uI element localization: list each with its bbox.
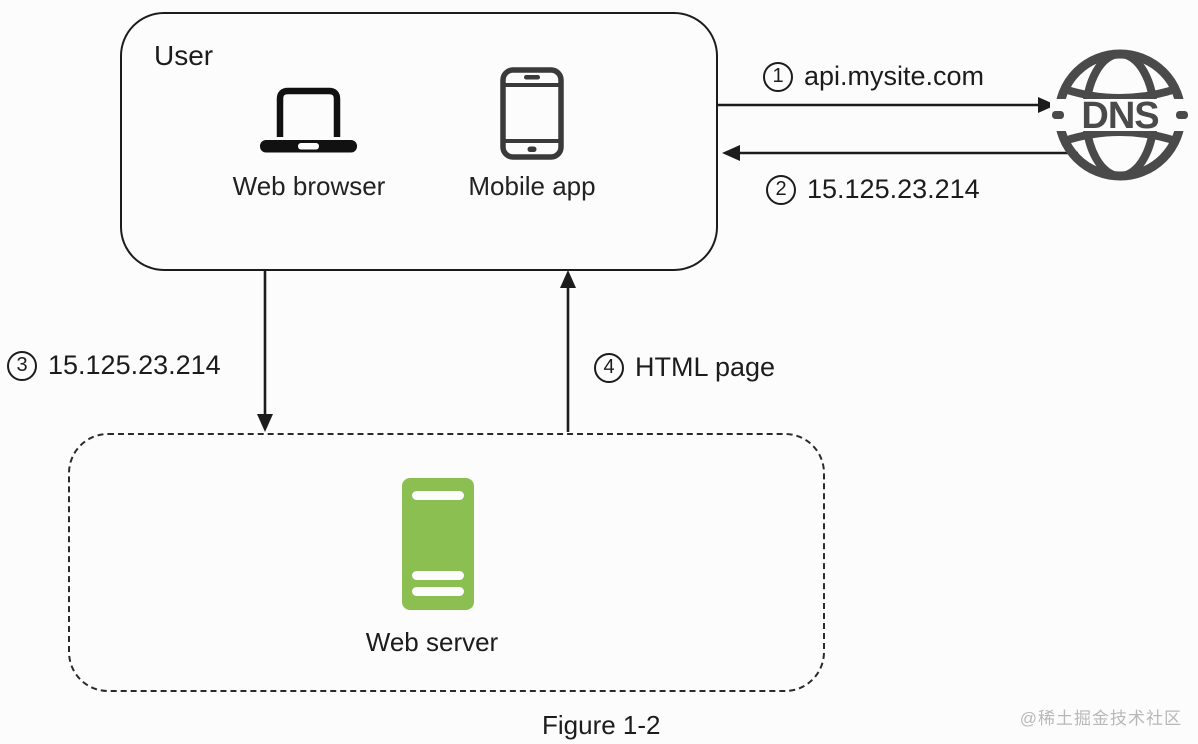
step-3-label: 3 15.125.23.214	[7, 350, 221, 381]
web-server-box	[68, 433, 825, 692]
web-browser-label: Web browser	[232, 171, 386, 201]
step-2-number: 2	[766, 174, 796, 205]
smartphone-icon	[500, 67, 564, 160]
mobile-app-label: Mobile app	[468, 171, 596, 201]
user-box: User Web browser Mobile app	[120, 12, 718, 271]
dns-label: DNS	[1081, 95, 1158, 137]
laptop-icon	[260, 87, 357, 153]
watermark: @稀土掘金技术社区	[1019, 709, 1182, 728]
arrow-step-4	[560, 270, 576, 432]
server-icon	[402, 478, 474, 610]
step-4-number: 4	[594, 352, 624, 383]
step-3-text: 15.125.23.214	[48, 350, 221, 380]
step-1-number: 1	[763, 61, 793, 92]
user-box-title: User	[154, 40, 214, 71]
step-3-number: 3	[7, 350, 37, 381]
web-server-label: Web server	[365, 627, 499, 657]
step-4-label: 4 HTML page	[594, 352, 775, 383]
step-2-label: 2 15.125.23.214	[766, 174, 980, 205]
arrow-step-3	[257, 270, 273, 432]
arrow-step-2	[722, 145, 1078, 161]
figure-caption: Figure 1-2	[542, 710, 661, 740]
step-1-text: api.mysite.com	[804, 61, 985, 91]
dns-globe-icon: DNS	[1050, 49, 1190, 181]
step-4-text: HTML page	[635, 352, 776, 382]
step-1-label: 1 api.mysite.com	[763, 61, 984, 92]
step-2-text: 15.125.23.214	[807, 174, 980, 204]
arrow-step-1	[718, 97, 1056, 113]
